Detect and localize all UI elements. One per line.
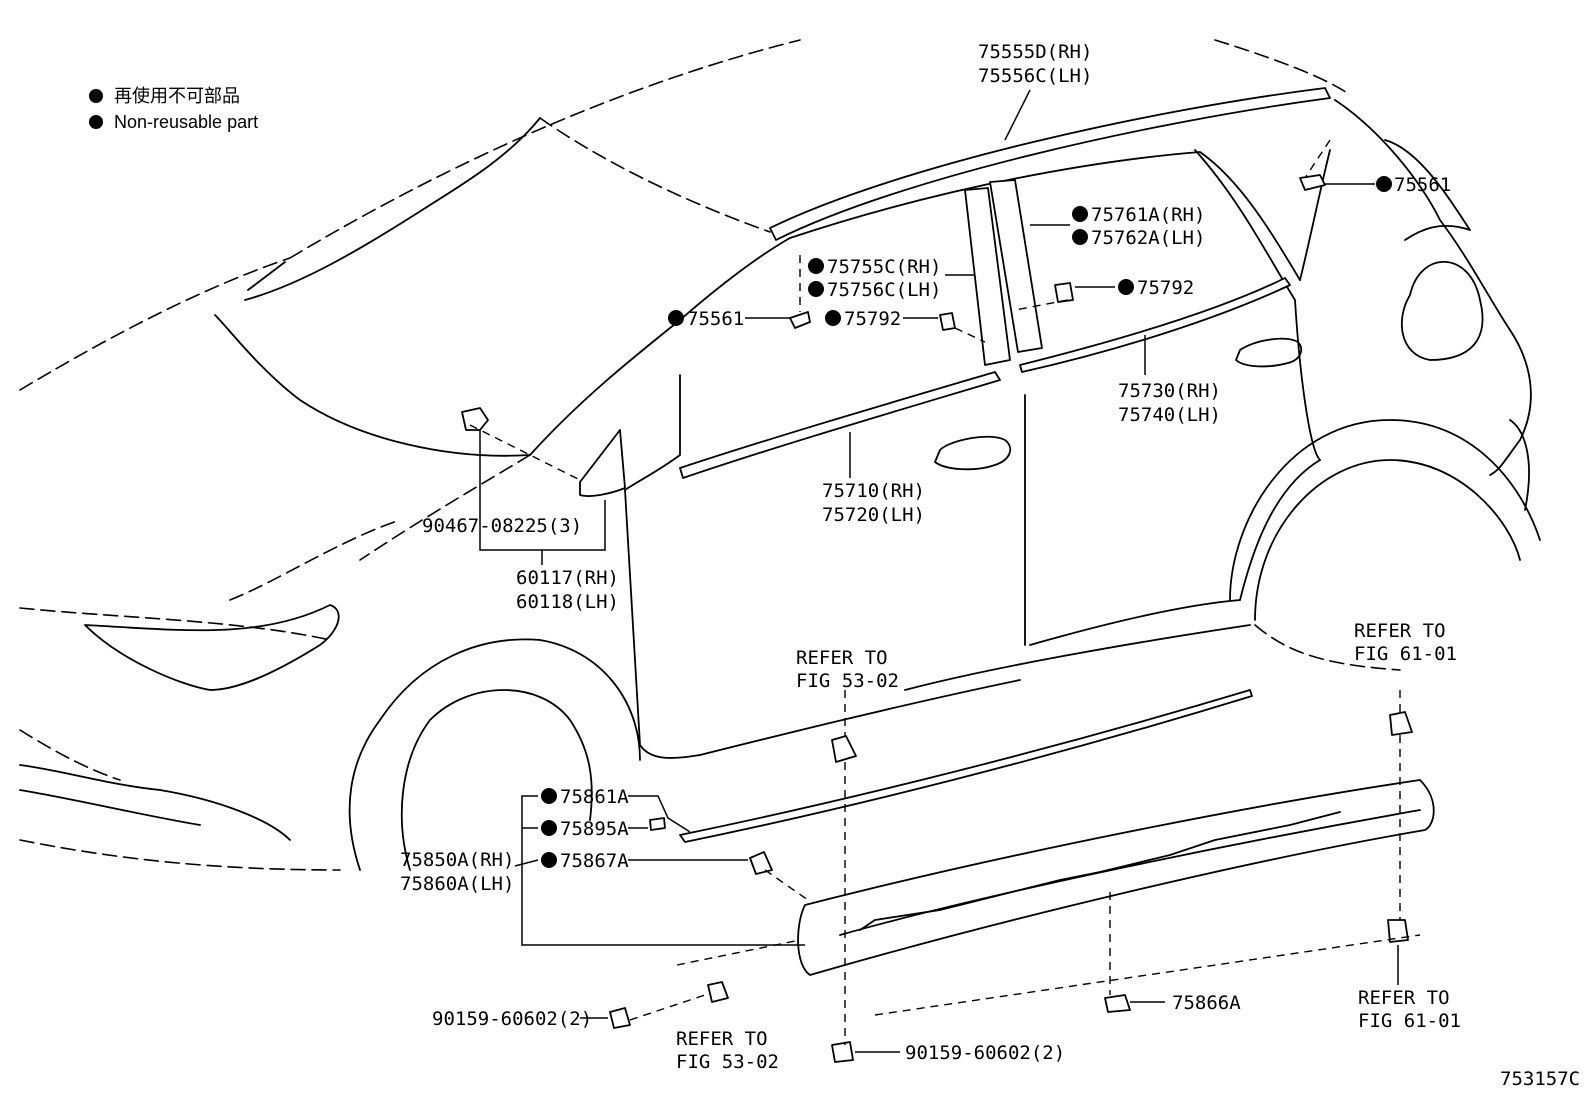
rear-door-belt-molding [1019, 277, 1291, 373]
label-75755c: 75755C(RH) [827, 256, 941, 278]
non-reusable-dot-icon [89, 115, 103, 129]
legend-line-2: Non-reusable part [114, 112, 258, 132]
non-reusable-dot-icon [825, 310, 841, 326]
label-75556c: 75556C(LH) [978, 65, 1092, 87]
center-pillar-garnish-front [964, 179, 1043, 366]
label-refer-bottom-right-1: REFER TO [1358, 987, 1450, 1009]
label-75867a: 75867A [560, 850, 629, 872]
label-75895a: 75895A [560, 818, 629, 840]
label-60117: 60117(RH) [516, 567, 619, 589]
rocker-seal-strip [679, 689, 1253, 843]
label-refer-right-1: REFER TO [1354, 620, 1446, 642]
label-90159-bottom: 90159-60602(2) [905, 1042, 1065, 1064]
non-reusable-dot-icon [89, 89, 103, 103]
non-reusable-dot-icon [1118, 279, 1134, 295]
non-reusable-dot-icon [668, 310, 684, 326]
label-60118: 60118(LH) [516, 591, 619, 613]
non-reusable-dot-icon [541, 788, 557, 804]
non-reusable-dot-icon [541, 852, 557, 868]
label-refer-middle-1: REFER TO [796, 647, 888, 669]
label-75861a: 75861A [560, 786, 629, 808]
non-reusable-dot-icon [808, 281, 824, 297]
label-90467: 90467-08225(3) [422, 515, 582, 537]
label-refer-bottom-right-2: FIG 61-01 [1358, 1010, 1461, 1032]
label-75762a: 75762A(LH) [1091, 227, 1205, 249]
label-75720: 75720(LH) [822, 504, 925, 526]
label-75866a: 75866A [1172, 992, 1241, 1014]
non-reusable-dot-icon [1376, 176, 1392, 192]
label-75761a: 75761A(RH) [1091, 204, 1205, 226]
label-90159-left: 90159-60602(2) [432, 1008, 592, 1030]
label-refer-right-2: FIG 61-01 [1354, 643, 1457, 665]
non-reusable-dot-icon [541, 820, 557, 836]
non-reusable-dot-icon [808, 258, 824, 274]
non-reusable-dot-icon [1072, 229, 1088, 245]
label-refer-middle-2: FIG 53-02 [796, 670, 899, 692]
non-reusable-dot-icon [1072, 206, 1088, 222]
label-75740: 75740(LH) [1118, 404, 1221, 426]
label-75730: 75730(RH) [1118, 380, 1221, 402]
front-door-belt-molding [679, 371, 1001, 479]
label-75792-left: 75792 [844, 308, 901, 330]
label-75756c: 75756C(LH) [827, 279, 941, 301]
label-75561-left: 75561 [687, 308, 744, 330]
leader-lines [469, 89, 1421, 1053]
label-refer-bottom-left-2: FIG 53-02 [676, 1051, 779, 1073]
label-75561-right: 75561 [1394, 174, 1451, 196]
label-75850a: 75850A(RH) [400, 849, 514, 871]
label-75555d: 75555D(RH) [978, 41, 1092, 63]
label-75710: 75710(RH) [822, 480, 925, 502]
mirror-garnish [579, 429, 626, 497]
diagram-id: 753157C [1500, 1068, 1580, 1090]
label-refer-bottom-left-1: REFER TO [676, 1028, 768, 1050]
part-labels: 75555D(RH) 75556C(LH) 75561 75761A(RH) 7… [400, 41, 1580, 1090]
legend: 再使用不可部品 Non-reusable part [89, 86, 258, 132]
label-75860a: 75860A(LH) [400, 873, 514, 895]
label-75792-right: 75792 [1137, 277, 1194, 299]
legend-line-1: 再使用不可部品 [114, 86, 240, 106]
rocker-panel-molding [797, 779, 1435, 976]
roof-molding [769, 87, 1331, 241]
car-body-outline [19, 39, 1541, 871]
